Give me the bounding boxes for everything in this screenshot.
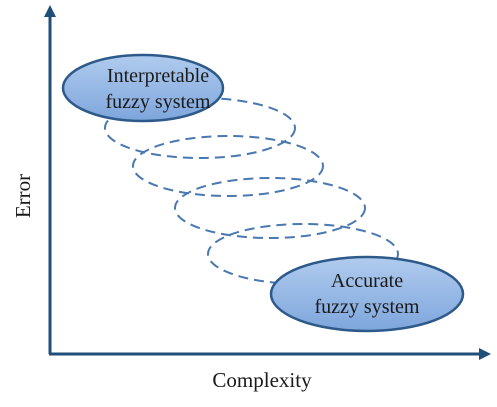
x-axis-label: Complexity (212, 368, 312, 392)
node-interpretable-line1: Interpretable (107, 65, 209, 87)
node-interpretable: Interpretable fuzzy system (61, 53, 225, 123)
y-axis-label: Error (11, 174, 35, 218)
y-axis-arrow (44, 5, 56, 17)
node-accurate-shape (269, 255, 465, 333)
dashed-ellipse-2 (132, 135, 324, 197)
dashed-ellipse-3 (174, 177, 366, 239)
node-accurate-line1: Accurate (331, 270, 403, 292)
node-interpretable-shape (61, 53, 225, 123)
node-accurate-line2: fuzzy system (315, 296, 420, 318)
node-interpretable-line2: fuzzy system (106, 91, 211, 113)
x-axis-arrow (479, 348, 491, 360)
node-accurate: Accurate fuzzy system (269, 255, 465, 333)
dashed-ellipse-1 (104, 97, 296, 159)
